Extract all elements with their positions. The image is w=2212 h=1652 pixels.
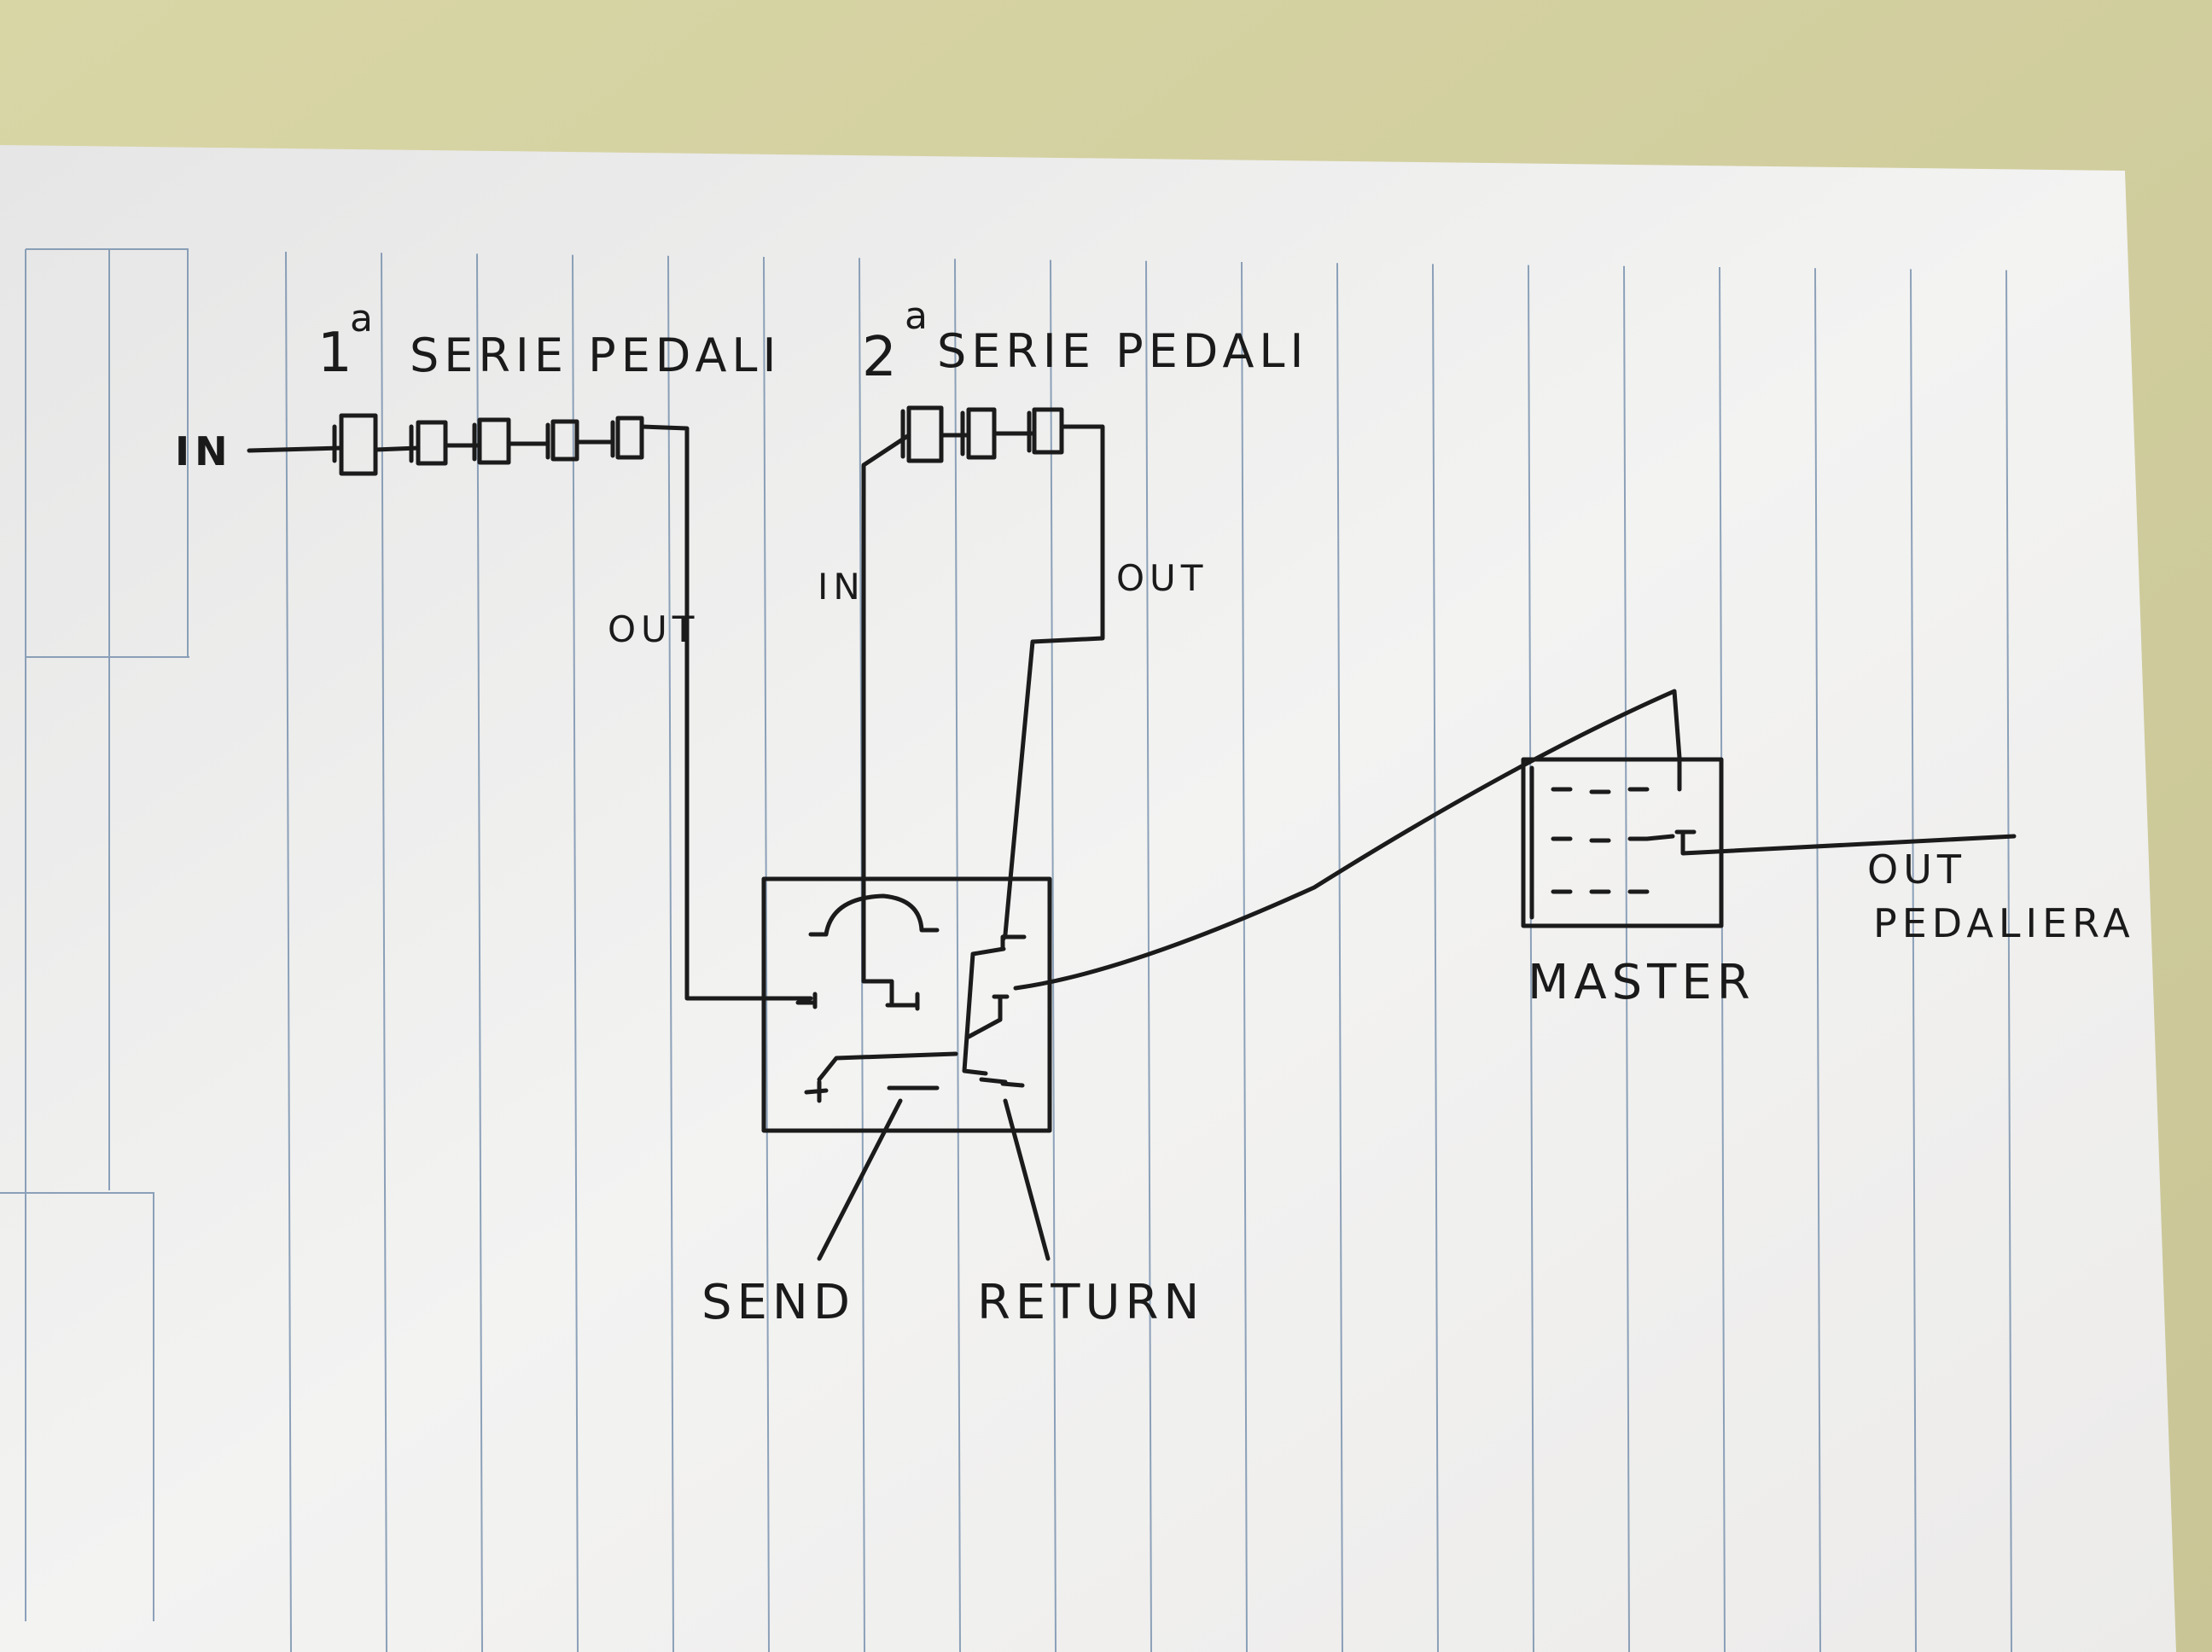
rule-line [381, 253, 387, 1652]
labels: 1 a SERIE PEDALI 2 a SERIE PEDALI IN OUT… [175, 294, 2135, 1330]
series2-number: 2 [862, 326, 902, 389]
rule-line [1432, 264, 1439, 1652]
series2-in-label: IN [818, 566, 865, 608]
master-box [1521, 755, 2017, 928]
rule-line [667, 255, 674, 1652]
series2-chain [861, 405, 1105, 984]
series1-pedal-1 [332, 413, 378, 476]
rule-line [2005, 270, 2012, 1652]
series1-pedal-5 [610, 416, 644, 460]
series1-title: SERIE PEDALI [410, 329, 781, 382]
series2-out-label: OUT [1116, 557, 1208, 599]
send-leader [817, 1098, 903, 1261]
rule-line [285, 251, 292, 1652]
paper-sheet [0, 145, 2176, 1652]
series2-title: SERIE PEDALI [937, 324, 1308, 378]
series1-number: 1 [317, 322, 358, 385]
series2-superscript: a [905, 294, 933, 338]
rule-line [1528, 265, 1534, 1652]
series2-pedal-3 [1027, 407, 1064, 455]
send-label: SEND [701, 1275, 855, 1330]
rule-line [763, 256, 770, 1652]
out-pedaliera-line1: OUT [1867, 846, 1966, 893]
rule-line [1336, 263, 1343, 1652]
master-label: MASTER [1528, 955, 1755, 1010]
left-margin-boxes [0, 248, 189, 1621]
rule-line [1050, 259, 1057, 1652]
switch-box [761, 689, 1682, 1133]
series1-chain [247, 413, 813, 1001]
return-leader [1003, 1098, 1051, 1261]
series1-pedal-2 [409, 420, 448, 466]
series1-out-label: OUT [608, 608, 699, 650]
series1-superscript: a [350, 297, 378, 340]
input-label: IN [175, 428, 233, 474]
rule-line [954, 259, 961, 1652]
rule-line [1719, 266, 1726, 1652]
rule-line [572, 254, 579, 1652]
out-pedaliera-line2: PEDALIERA [1873, 900, 2135, 946]
series1-pedal-3 [472, 417, 511, 465]
return-label: RETURN [977, 1275, 1204, 1330]
rule-line [1814, 268, 1821, 1652]
rule-line [476, 253, 483, 1652]
rule-line [1241, 261, 1248, 1652]
rule-line [1623, 265, 1630, 1652]
rule-line [1910, 269, 1917, 1652]
